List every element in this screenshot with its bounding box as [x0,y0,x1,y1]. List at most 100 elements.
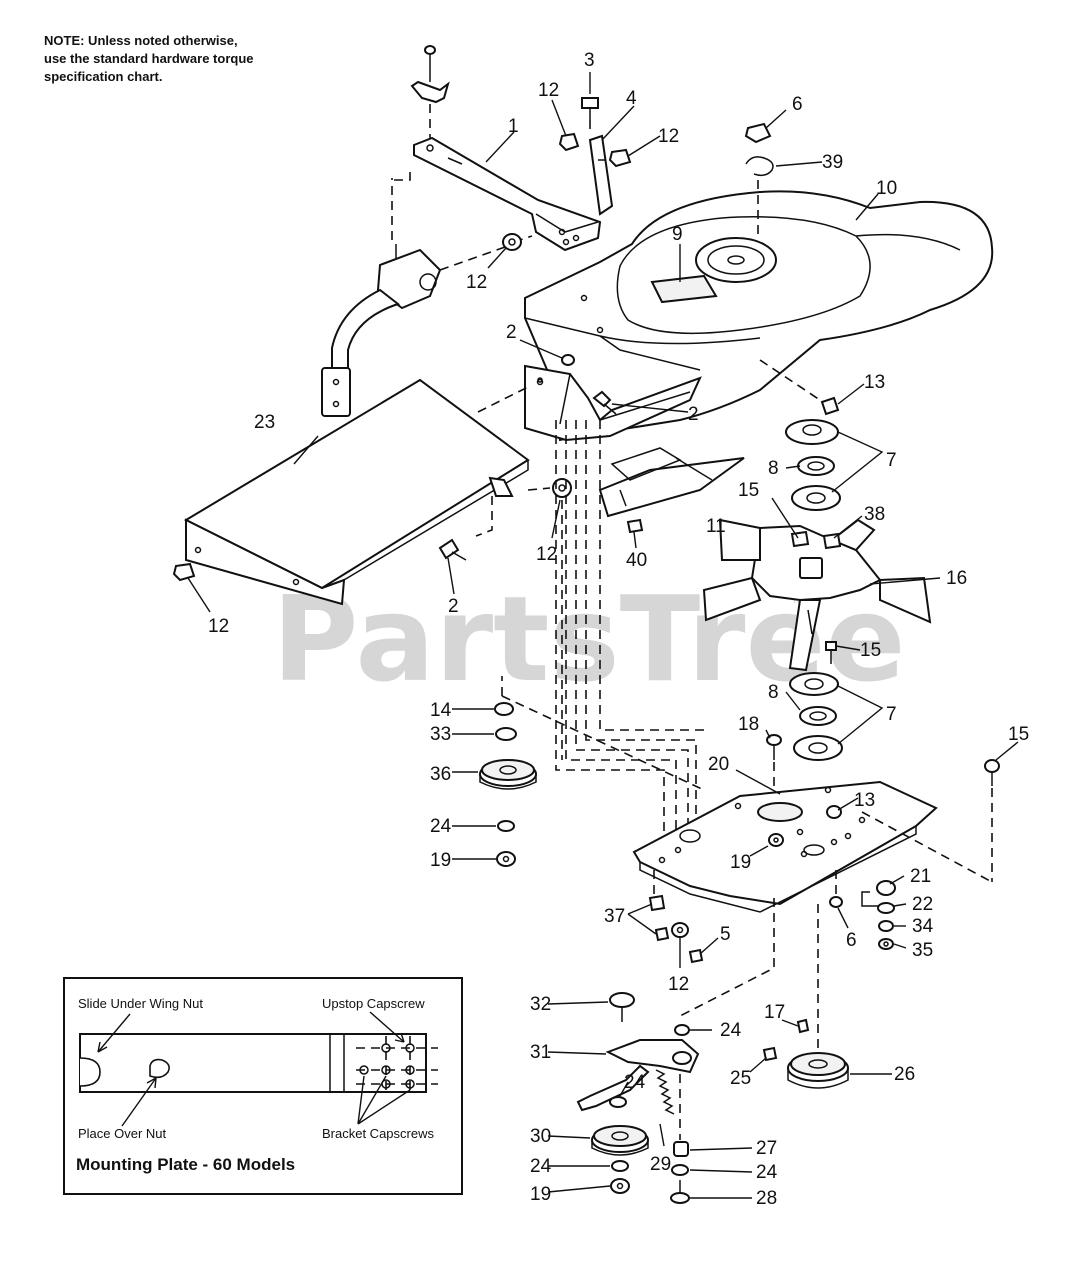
part-flange-7-upper-b [791,485,841,511]
callout-2-upper: 2 [506,322,517,343]
callout-5: 5 [720,924,731,945]
callout-38: 38 [864,504,885,525]
nut-6-top [744,122,772,144]
callout-8-upper: 8 [768,458,779,479]
screw-25 [762,1046,778,1062]
part-plate-11 [598,447,745,518]
callout-2-cover: 2 [448,596,459,617]
part-chute-cover [183,377,543,606]
part-bearing-8-lower [799,706,837,726]
callout-6-top: 6 [792,94,803,115]
callout-13-plate: 13 [854,790,875,811]
callout-24-arm: 24 [720,1020,742,1041]
callout-12-center: 12 [536,544,557,565]
callout-2-deflector: 2 [688,404,699,425]
callout-20: 20 [708,754,729,775]
callout-30: 30 [530,1126,551,1147]
nut-19-lower [610,1178,630,1194]
washer-33 [495,727,517,741]
callout-labels: 1 2 2 2 3 4 5 6 6 7 7 8 8 9 10 11 12 12 … [208,50,1029,1209]
callout-15-lower: 15 [860,640,881,661]
part-upstop-4 [588,134,614,216]
callout-31: 31 [530,1042,551,1063]
pulley-36 [479,759,537,790]
part-blower-housing [524,190,994,442]
note-line-1: NOTE: Unless noted otherwise, [44,33,238,48]
callout-19-left: 19 [430,850,451,871]
callout-16: 16 [946,568,967,589]
callout-24-mid: 24 [624,1072,646,1093]
callout-3: 3 [584,50,595,71]
washer-24-lower [611,1160,629,1172]
leader-lines [187,72,1019,1199]
note-line-2: use the standard hardware torque [44,51,254,66]
washer-24-left [497,820,515,832]
callout-4: 4 [626,88,637,109]
callout-9: 9 [672,224,683,245]
callout-15-impeller: 15 [738,480,759,501]
callout-33: 33 [430,724,451,745]
part-deflector-bracket [524,364,702,442]
callout-24-bottom: 24 [756,1162,778,1183]
bolt-15-right [984,759,1000,882]
bolt-28 [670,1180,690,1204]
part-mounting-plate [632,780,938,913]
callout-14: 14 [430,700,452,721]
nut-13-plate [826,805,842,819]
washer-24-arm [674,1024,690,1036]
screw-2-cover [438,538,467,561]
nut-12-plate [671,922,689,938]
inset-label-bracket: Bracket Capscrews [322,1126,434,1141]
torque-note: NOTE: Unless noted otherwise, use the st… [44,32,344,86]
inset-title: Mounting Plate - 60 Models [76,1155,295,1174]
callout-12-top-right: 12 [658,126,679,147]
bolt-37-a [648,894,666,912]
pulley-26 [787,1052,849,1089]
part-deflector-handle [321,244,442,417]
bolt-15-impeller-left [790,530,810,548]
callout-18: 18 [738,714,759,735]
callout-37: 37 [604,906,625,927]
callout-23: 23 [254,412,275,433]
washer-24-mid [609,1096,627,1108]
part-bracket-21 [861,891,884,907]
nut-19-left [496,851,516,867]
callout-21: 21 [910,866,931,887]
callout-25: 25 [730,1068,751,1089]
part-clip-39 [745,156,774,177]
callout-7-upper: 7 [886,450,897,471]
bolt-5 [688,948,704,964]
note-line-3: specification chart. [44,69,163,84]
nut-6-plate [829,896,843,908]
part-hitch-bracket [413,136,602,252]
callout-7-lower: 7 [886,704,897,725]
callout-39: 39 [822,152,843,173]
callout-12-plate: 12 [668,974,689,995]
washer-22 [877,902,895,914]
nut-19-plate [768,833,784,847]
callout-12-cover: 12 [208,616,229,637]
washer-34 [878,920,894,932]
idler-arm-31 [576,1039,700,1112]
part-wing-nut [410,45,450,104]
nut-14 [494,702,514,716]
callout-32: 32 [530,994,551,1015]
callout-36: 36 [430,764,451,785]
callout-27: 27 [756,1138,777,1159]
inset-label-slide: Slide Under Wing Nut [78,996,203,1011]
pulley-30 [591,1125,649,1156]
spring-29 [655,1069,675,1115]
callout-6-plate: 6 [846,930,857,951]
inset-mounting-plate-60: Slide Under Wing Nut Upstop Capscrew Pla… [63,977,463,1195]
callout-12-mid: 12 [466,272,487,293]
part-capscrew-3 [581,97,599,134]
callout-26: 26 [894,1064,915,1085]
callout-24-lower: 24 [530,1156,552,1177]
callout-1: 1 [508,116,519,137]
callout-24-left: 24 [430,816,452,837]
part-bearing-8-upper [797,456,835,476]
callout-8-lower: 8 [768,682,779,703]
bolt-18 [766,734,782,790]
spacer-32 [609,992,635,1022]
